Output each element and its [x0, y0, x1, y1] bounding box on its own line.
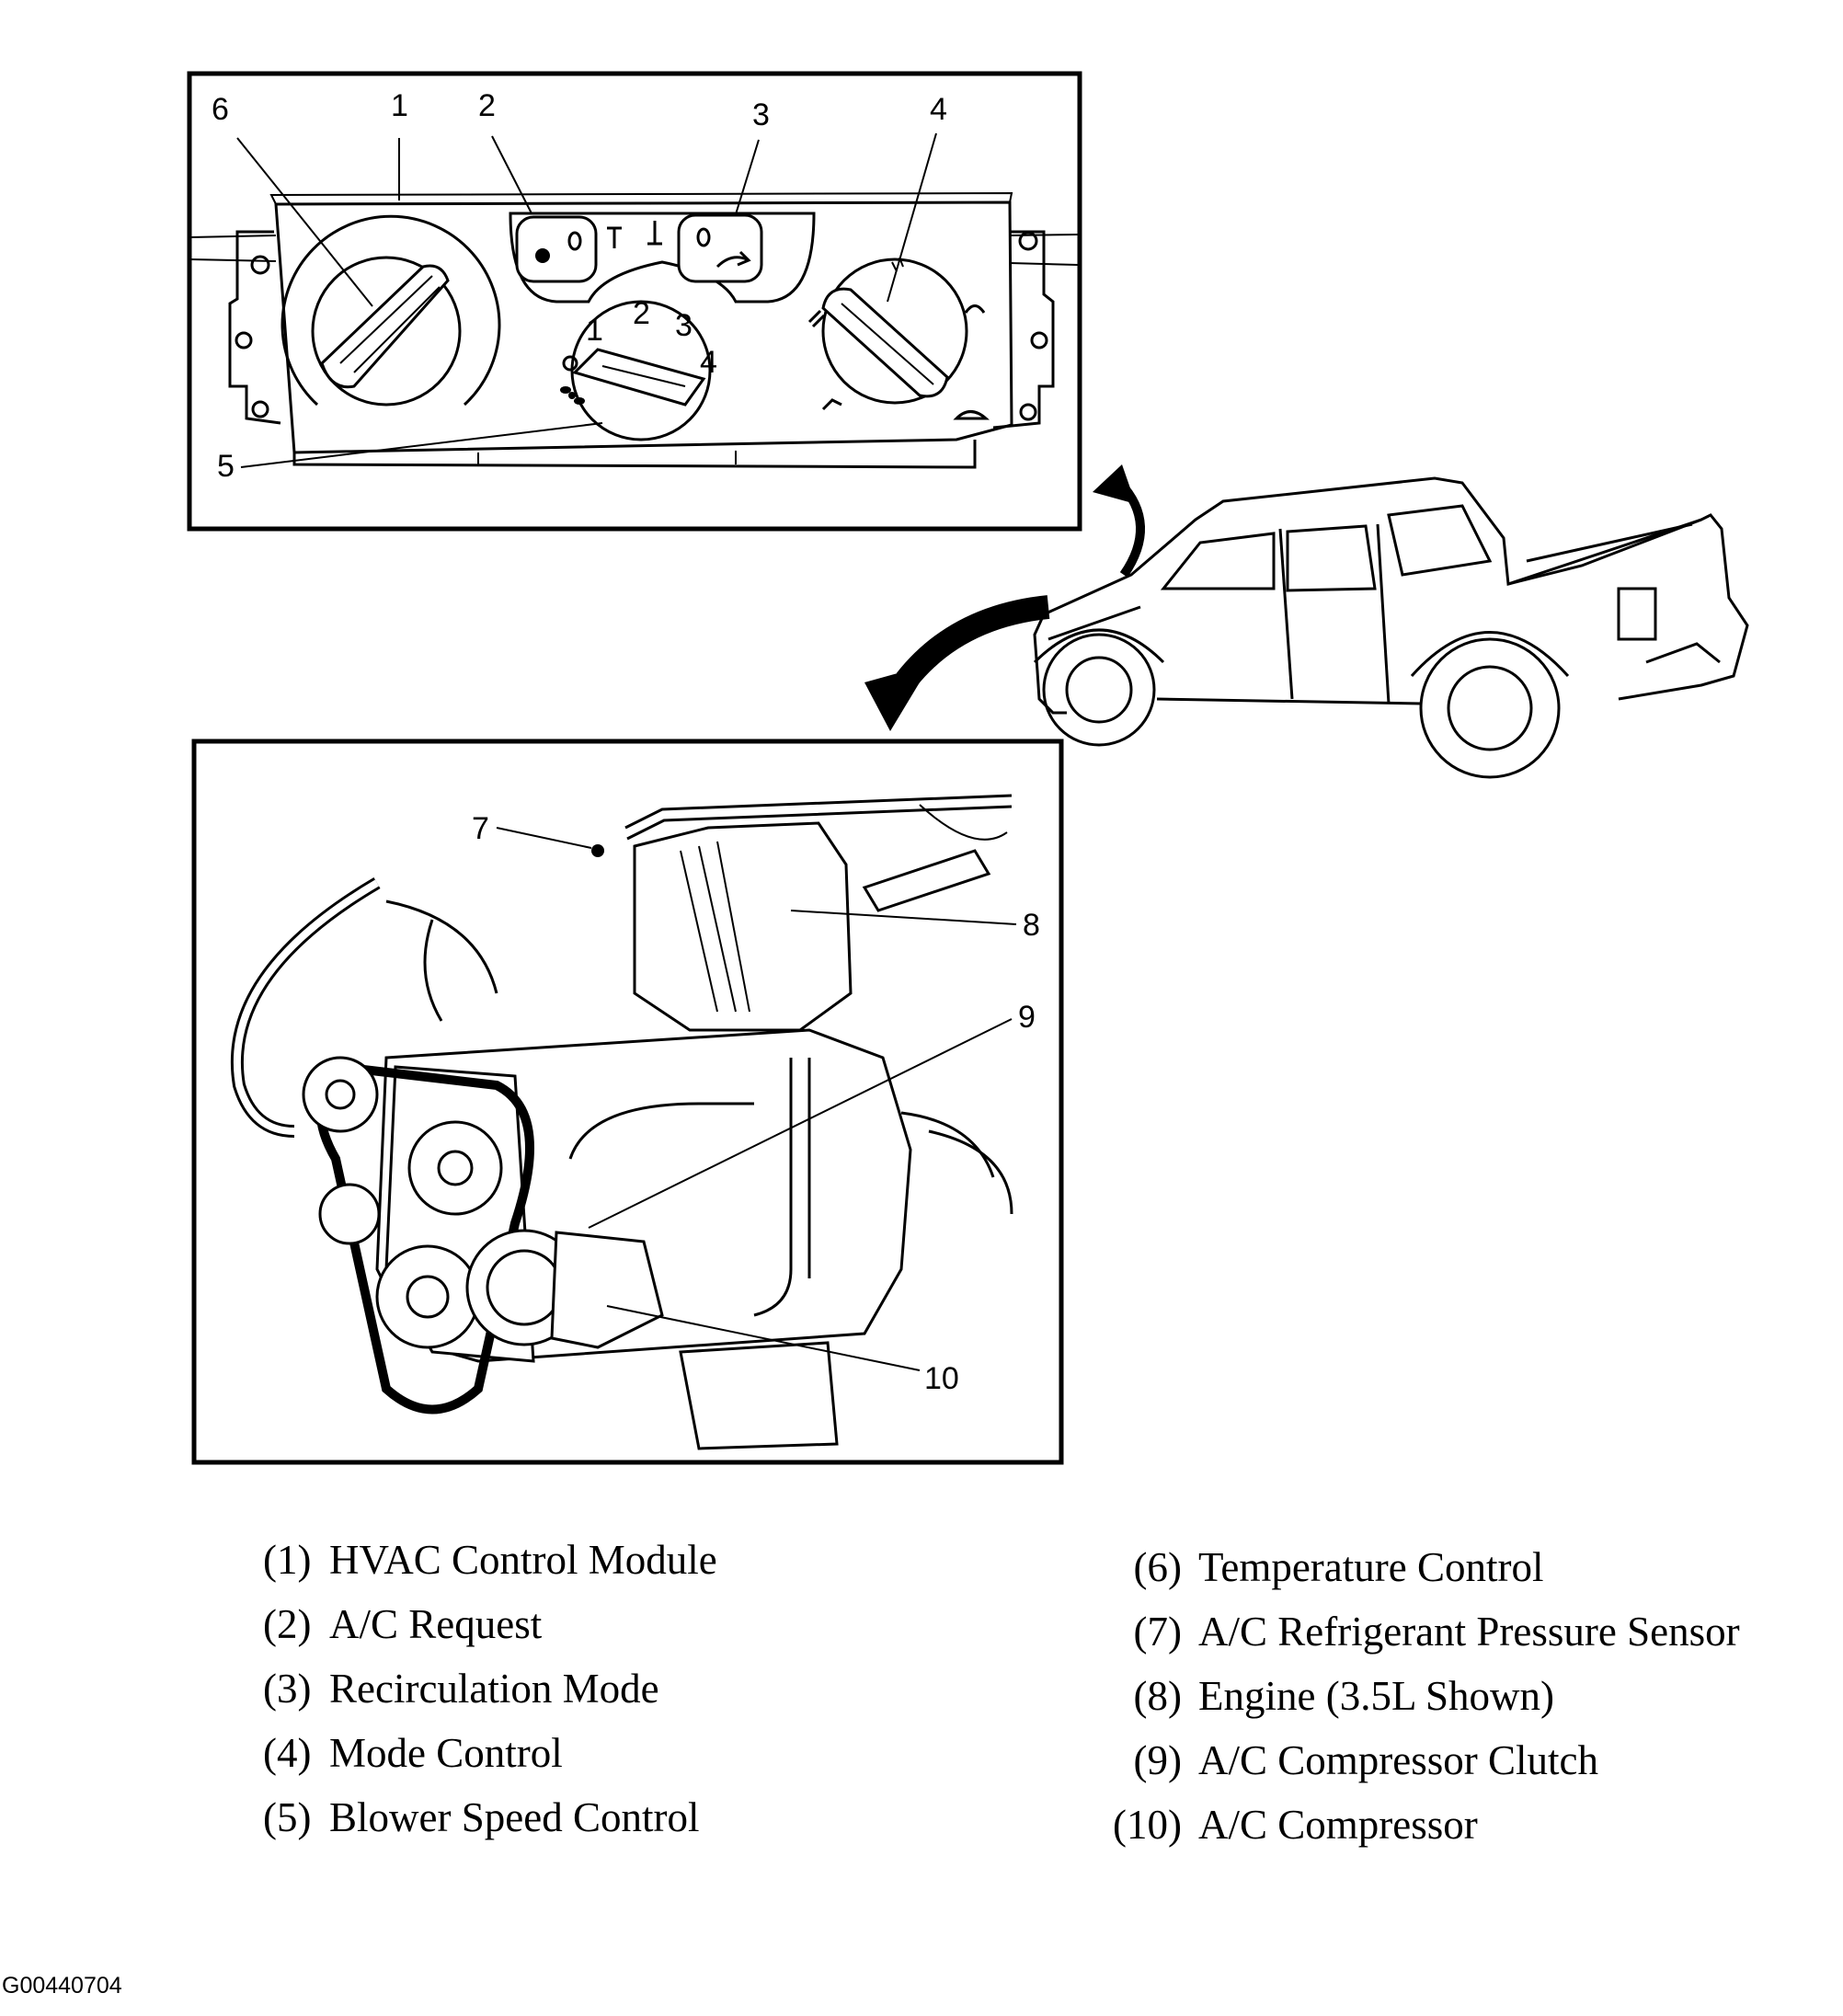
- legend-item-ac-compressor-clutch: (9) A/C Compressor Clutch: [1099, 1728, 1740, 1793]
- bi-level-icon: [964, 304, 986, 314]
- legend-label: HVAC Control Module: [329, 1537, 717, 1583]
- callout-8: 8: [1023, 908, 1040, 943]
- legend-label: Recirculation Mode: [329, 1666, 659, 1712]
- callout-4: 4: [930, 92, 947, 127]
- legend-label: Blower Speed Control: [329, 1794, 700, 1840]
- legend-number: (6): [1133, 1544, 1182, 1590]
- legend-item-ac-refrigerant-pressure-sensor: (7) A/C Refrigerant Pressure Sensor: [1099, 1599, 1740, 1664]
- blower-speed-4: 4: [700, 345, 717, 380]
- panel-vent-icon: [807, 309, 826, 328]
- pickup-truck-illustration: [1033, 476, 1749, 779]
- callout-5: 5: [217, 449, 235, 484]
- legend-number: (5): [263, 1794, 312, 1840]
- legend-right-column: (6) Temperature Control (7) A/C Refriger…: [1099, 1535, 1740, 1857]
- legend-item-ac-request: (2) A/C Request: [263, 1592, 717, 1656]
- legend-left-column: (1) HVAC Control Module (2) A/C Request …: [263, 1528, 717, 1850]
- engine-drawing: [230, 794, 1013, 1450]
- ac-refrigerant-pressure-sensor: [591, 844, 604, 857]
- ac-request-button: [515, 215, 598, 283]
- legend-label: Mode Control: [329, 1730, 563, 1776]
- legend-item-recirculation-mode: (3) Recirculation Mode: [263, 1656, 717, 1721]
- legend-item-hvac-control-module: (1) HVAC Control Module: [263, 1528, 717, 1592]
- defrost-icon: [953, 410, 990, 420]
- legend-item-ac-compressor: (10) A/C Compressor: [1099, 1793, 1740, 1857]
- fan-icon: [560, 386, 585, 405]
- legend-item-engine: (8) Engine (3.5L Shown): [1099, 1664, 1740, 1728]
- callout-6: 6: [212, 92, 229, 127]
- blower-speed-knob: 1 2 3 4: [560, 296, 717, 441]
- legend-label: Temperature Control: [1198, 1544, 1544, 1590]
- legend-number: (4): [263, 1730, 312, 1776]
- hvac-inset-frame: [187, 71, 1082, 532]
- figure-code: G00440704: [2, 1973, 122, 1999]
- legend-number: (2): [263, 1601, 312, 1647]
- legend-label: Engine (3.5L Shown): [1198, 1673, 1555, 1719]
- hvac-panel-inset: 1 2 3 4: [187, 71, 1082, 532]
- callout-3: 3: [752, 97, 770, 132]
- legend-label: A/C Request: [329, 1601, 543, 1647]
- legend-number: (8): [1133, 1673, 1182, 1719]
- callout-9: 9: [1018, 1000, 1036, 1035]
- front-wheel: [1042, 633, 1156, 747]
- arrow-to-hvac-icon: [1093, 464, 1146, 578]
- legend-item-mode-control: (4) Mode Control: [263, 1721, 717, 1785]
- engine-leader-lines: [496, 827, 1017, 1371]
- engine-inset-frame: [191, 739, 1064, 1465]
- legend-label: A/C Compressor Clutch: [1198, 1737, 1598, 1783]
- legend-number: (1): [263, 1537, 312, 1583]
- engine-inset: 7 8 9 10: [191, 739, 1064, 1465]
- callout-7: 7: [472, 811, 489, 846]
- recirculation-button: [677, 213, 763, 283]
- legend-number: (9): [1133, 1737, 1182, 1783]
- legend-number: (7): [1133, 1609, 1182, 1655]
- arrow-to-engine-icon: [864, 595, 1050, 731]
- blower-speed-2: 2: [633, 296, 650, 331]
- floor-vent-icon: [821, 398, 842, 411]
- blower-speed-1: 1: [586, 313, 603, 348]
- callout-2: 2: [478, 88, 496, 123]
- legend-label: A/C Compressor: [1198, 1802, 1478, 1848]
- temperature-control-knob: [280, 214, 501, 407]
- hvac-leader-lines: [236, 132, 937, 468]
- legend-number: (10): [1113, 1802, 1182, 1848]
- legend-item-temperature-control: (6) Temperature Control: [1099, 1535, 1740, 1599]
- callout-10: 10: [924, 1361, 959, 1396]
- ac-compressor: [550, 1231, 664, 1349]
- callout-1: 1: [391, 88, 408, 123]
- legend-item-blower-speed-control: (5) Blower Speed Control: [263, 1785, 717, 1850]
- blower-speed-3: 3: [675, 308, 693, 343]
- hvac-control-module-drawing: 1 2 3 4: [189, 191, 1079, 469]
- mode-control-knob: [807, 257, 990, 420]
- rear-wheel: [1419, 637, 1561, 779]
- legend-number: (3): [263, 1666, 312, 1712]
- legend-label: A/C Refrigerant Pressure Sensor: [1198, 1609, 1740, 1655]
